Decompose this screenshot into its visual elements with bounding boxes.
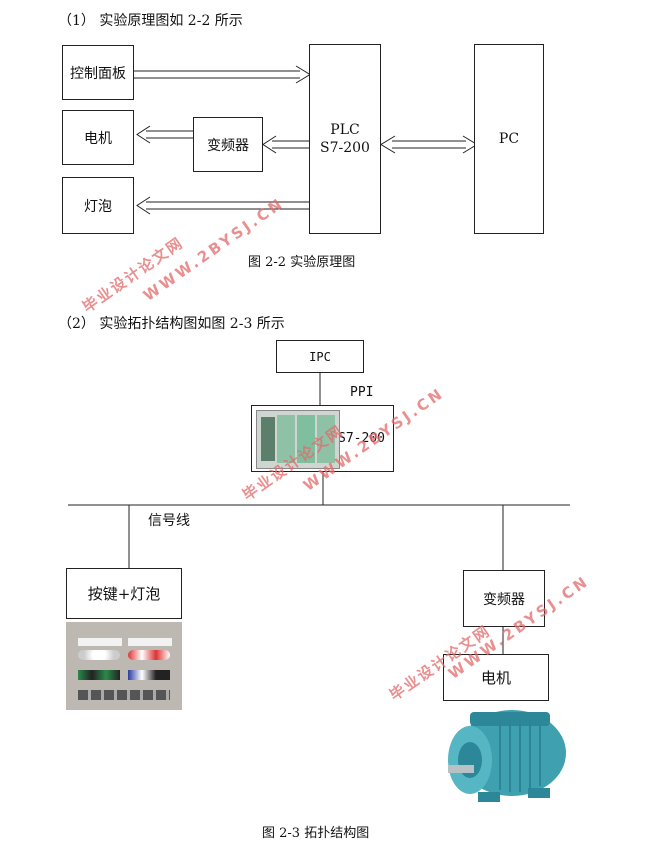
panel-bottom-buttons xyxy=(78,690,170,700)
bulb-box: 灯泡 xyxy=(62,177,134,234)
s7-200-label: S7-200 xyxy=(338,431,385,446)
motor-box: 电机 xyxy=(62,110,134,165)
panel-labels-1 xyxy=(78,638,122,646)
section1-heading: （1） 实验原理图如 2-2 所示 xyxy=(58,13,243,29)
panel-blue-buttons xyxy=(128,670,170,680)
arrow-plc-pc xyxy=(380,135,478,154)
plc-model-label: S7-200 xyxy=(320,140,370,156)
diagram2-connectors xyxy=(68,373,570,654)
button-panel-image xyxy=(66,622,182,710)
arrow-plc-to-bulb xyxy=(136,196,309,215)
panel-labels-2 xyxy=(128,638,172,646)
buttons-bulb-box: 按键+灯泡 xyxy=(66,568,182,619)
panel-red-lamps xyxy=(128,650,170,660)
arrow-plc-to-inverter xyxy=(262,135,309,154)
inverter-box: 变频器 xyxy=(193,117,263,172)
control-panel-box: 控制面板 xyxy=(62,45,134,100)
plc-module-3 xyxy=(317,415,335,463)
plc-cpu-module xyxy=(261,417,275,461)
section2-heading: （2） 实验拓扑结构图如图 2-3 所示 xyxy=(58,316,285,332)
pc-box: PC xyxy=(474,44,544,234)
plc-label: PLC xyxy=(330,122,360,138)
panel-green-buttons xyxy=(78,670,120,680)
figure-2-3-caption: 图 2-3 拓扑结构图 xyxy=(262,826,370,841)
ppi-label: PPI xyxy=(350,385,374,400)
ipc-box: IPC xyxy=(276,340,364,373)
figure-2-2-caption: 图 2-2 实验原理图 xyxy=(248,255,356,270)
inverter-box-2: 变频器 xyxy=(463,570,545,627)
signal-line-label: 信号线 xyxy=(148,513,190,529)
plc-box: PLC S7-200 xyxy=(309,44,381,234)
panel-lamps-row xyxy=(78,650,120,660)
arrow-inverter-to-motor xyxy=(136,125,193,144)
plc-module-2 xyxy=(297,415,315,463)
motor-box-2: 电机 xyxy=(443,654,549,701)
plc-module-1 xyxy=(277,415,295,463)
plc-device-image xyxy=(256,410,340,469)
